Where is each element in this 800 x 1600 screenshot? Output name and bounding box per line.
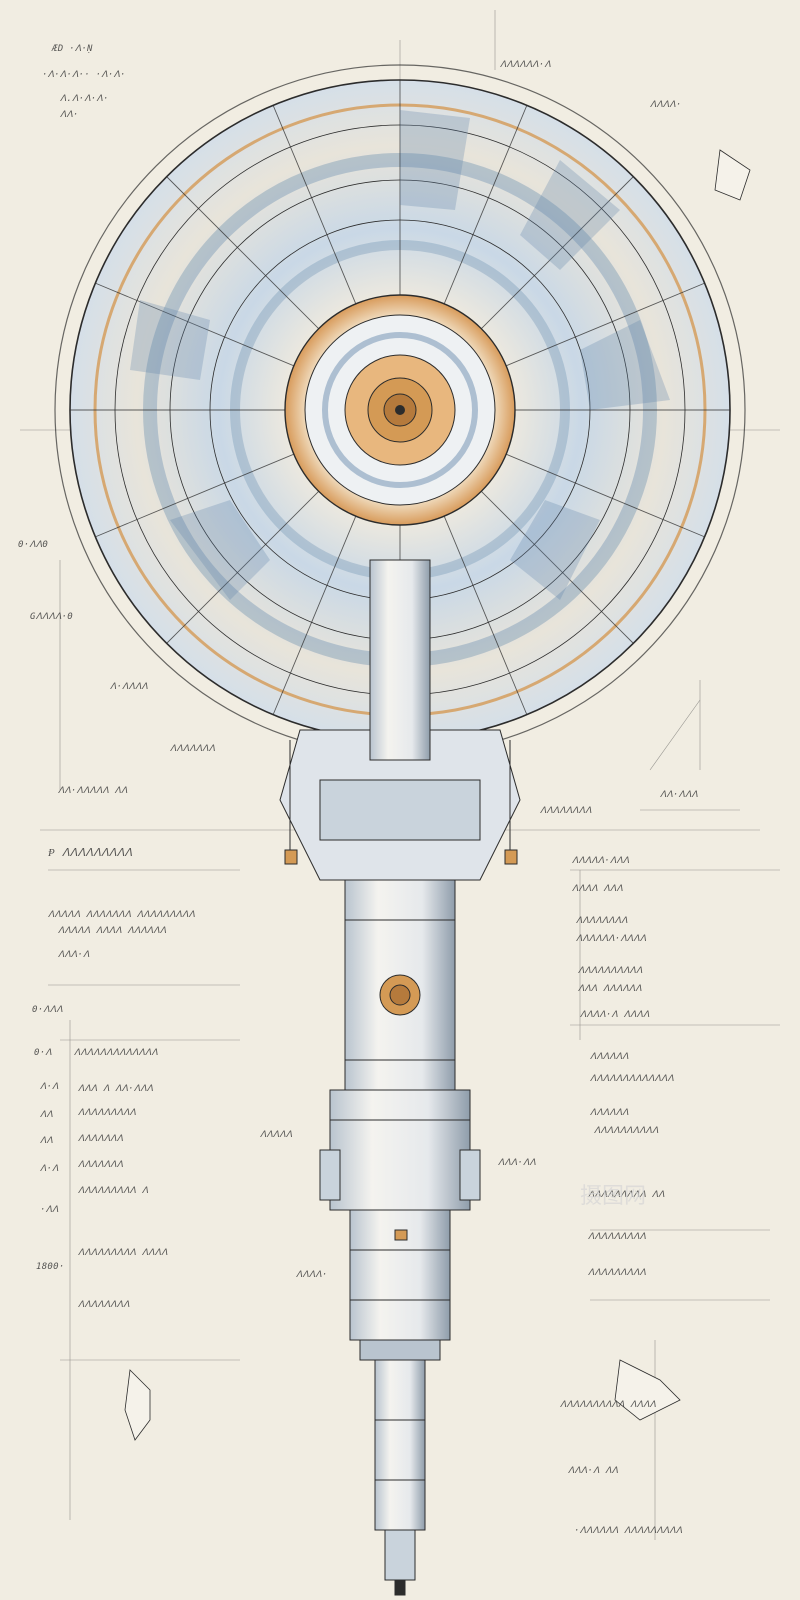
right-lower-7: ᐱᐱᐱᐱᐱᐱᐱᐱᐱ [588, 1268, 647, 1278]
left-row-4: ᐱᐱᐱᐱᐱᐱᐱ [78, 1134, 124, 1144]
left-row-8: ᐱᐱᐱᐱᐱᐱᐱᐱ [78, 1300, 130, 1310]
annotation-top-left-4: ᐱᐱ· [60, 110, 79, 120]
right-block-6: ᐱᐱᐱ ᐱᐱᐱᐱᐱᐱ [578, 984, 642, 994]
right-lower-3: ᐱᐱᐱᐱᐱᐱ [590, 1108, 629, 1118]
left-scale-1: 0·ᐱᐱᐱ [32, 1005, 63, 1015]
right-block-7: ᐱᐱᐱᐱ·ᐱ ᐱᐱᐱᐱ [580, 1010, 650, 1020]
left-scale-8: 1800· [36, 1262, 65, 1272]
detail-sketches [124, 149, 751, 1441]
right-block-3: ᐱᐱᐱᐱᐱᐱᐱᐱ [576, 916, 628, 926]
right-lower-6: ᐱᐱᐱᐱᐱᐱᐱᐱᐱ [588, 1232, 647, 1242]
left-row-6: ᐱᐱᐱᐱᐱᐱᐱᐱᐱ ᐱ [78, 1186, 149, 1196]
center-label-2: ᐱᐱᐱ·ᐱᐱ [498, 1158, 537, 1168]
annotation-left-mid-4: ᐱᐱᐱᐱᐱᐱᐱ [170, 744, 216, 754]
right-top-2: ᐱᐱᐱᐱ· [650, 100, 682, 110]
left-row-5: ᐱᐱᐱᐱᐱᐱᐱ [78, 1160, 124, 1170]
right-lower-2: ᐱᐱᐱᐱᐱᐱᐱᐱᐱᐱᐱᐱᐱ [590, 1074, 674, 1084]
bottom-right-2: ᐱᐱᐱ·ᐱ ᐱᐱ [568, 1466, 619, 1476]
left-block-line-1: ᐱᐱᐱᐱᐱ ᐱᐱᐱᐱᐱᐱᐱ ᐱᐱᐱᐱᐱᐱᐱᐱᐱ [48, 910, 196, 920]
annotation-left-mid-3: ᐱ·ᐱᐱᐱᐱ [110, 682, 149, 692]
annotation-left-mid-2: Gᐱᐱᐱᐱ·0 [30, 612, 73, 622]
dish-assembly [54, 64, 746, 756]
bottom-right-1: ᐱᐱᐱᐱᐱᐱᐱᐱᐱᐱ ᐱᐱᐱᐱ [560, 1400, 657, 1410]
left-row-3: ᐱᐱᐱᐱᐱᐱᐱᐱᐱ [78, 1108, 137, 1118]
left-scale-3: ᐱ·ᐱ [40, 1082, 59, 1092]
annotation-left-mid-1: 0·ᐱᐱ0 [18, 540, 49, 550]
annotation-top-left-2: ·ᐱ·ᐱ·ᐱ·· ·ᐱ·ᐱ· [42, 70, 126, 80]
left-row-1: ᐱᐱᐱᐱᐱᐱᐱᐱᐱᐱᐱᐱᐱ [74, 1048, 158, 1058]
left-scale-2: 0·ᐱ [34, 1048, 52, 1058]
left-scale-4: ᐱᐱ [40, 1110, 53, 1120]
right-block-4: ᐱᐱᐱᐱᐱᐱ·ᐱᐱᐱᐱ [576, 934, 647, 944]
right-lower-5: ᐱᐱᐱᐱᐱᐱᐱᐱᐱ ᐱᐱ [588, 1190, 665, 1200]
right-block-2: ᐱᐱᐱᐱ ᐱᐱᐱ [572, 884, 623, 894]
left-scale-7: ·ᐱᐱ [40, 1205, 59, 1215]
right-top-3: ᐱᐱ·ᐱᐱᐱ [660, 790, 699, 800]
center-label-3: ᐱᐱᐱᐱ· [296, 1270, 328, 1280]
right-lower-1: ᐱᐱᐱᐱᐱᐱ [590, 1052, 629, 1062]
left-block-line-2: ᐱᐱᐱᐱᐱ ᐱᐱᐱᐱ ᐱᐱᐱᐱᐱᐱ [58, 926, 167, 936]
mount-neck [279, 559, 521, 881]
annotation-top-left-1: ÆD ·ᐱ·Ṇ [52, 44, 93, 54]
right-lower-4: ᐱᐱᐱᐱᐱᐱᐱᐱᐱᐱ [594, 1126, 659, 1136]
center-label-4: ᐱᐱᐱᐱᐱᐱᐱᐱ [540, 806, 592, 816]
annotation-top-left-3: ᐱ.ᐱ·ᐱ·ᐱ· [60, 94, 109, 104]
left-block-line-3: ᐱᐱᐱ·ᐱ [58, 950, 90, 960]
right-block-5: ᐱᐱᐱᐱᐱᐱᐱᐱᐱᐱ [578, 966, 643, 976]
left-row-7: ᐱᐱᐱᐱᐱᐱᐱᐱᐱ ᐱᐱᐱᐱ [78, 1248, 168, 1258]
center-label-1: ᐱᐱᐱᐱᐱ [260, 1130, 293, 1140]
bottom-right-3: ·ᐱᐱᐱᐱᐱᐱ ᐱᐱᐱᐱᐱᐱᐱᐱᐱ [574, 1526, 683, 1536]
left-row-2: ᐱᐱᐱ ᐱ ᐱᐱ·ᐱᐱᐱ [78, 1084, 154, 1094]
main-shaft [319, 879, 481, 1596]
right-top-1: ᐱᐱᐱᐱᐱᐱ·ᐱ [500, 60, 551, 70]
annotation-left-mid-5: ᐱᐱ·ᐱᐱᐱᐱᐱ ᐱᐱ [58, 786, 128, 796]
watermark: 摄图网 [580, 1184, 647, 1209]
left-scale-5: ᐱᐱ [40, 1136, 53, 1146]
left-scale-6: ᐱ·ᐱ [40, 1164, 59, 1174]
right-block-1: ᐱᐱᐱᐱᐱ·ᐱᐱᐱ [572, 856, 630, 866]
left-block-title: Ᵽ ᐱᐱᐱᐱᐱᐱᐱᐱᐱ [48, 846, 133, 859]
